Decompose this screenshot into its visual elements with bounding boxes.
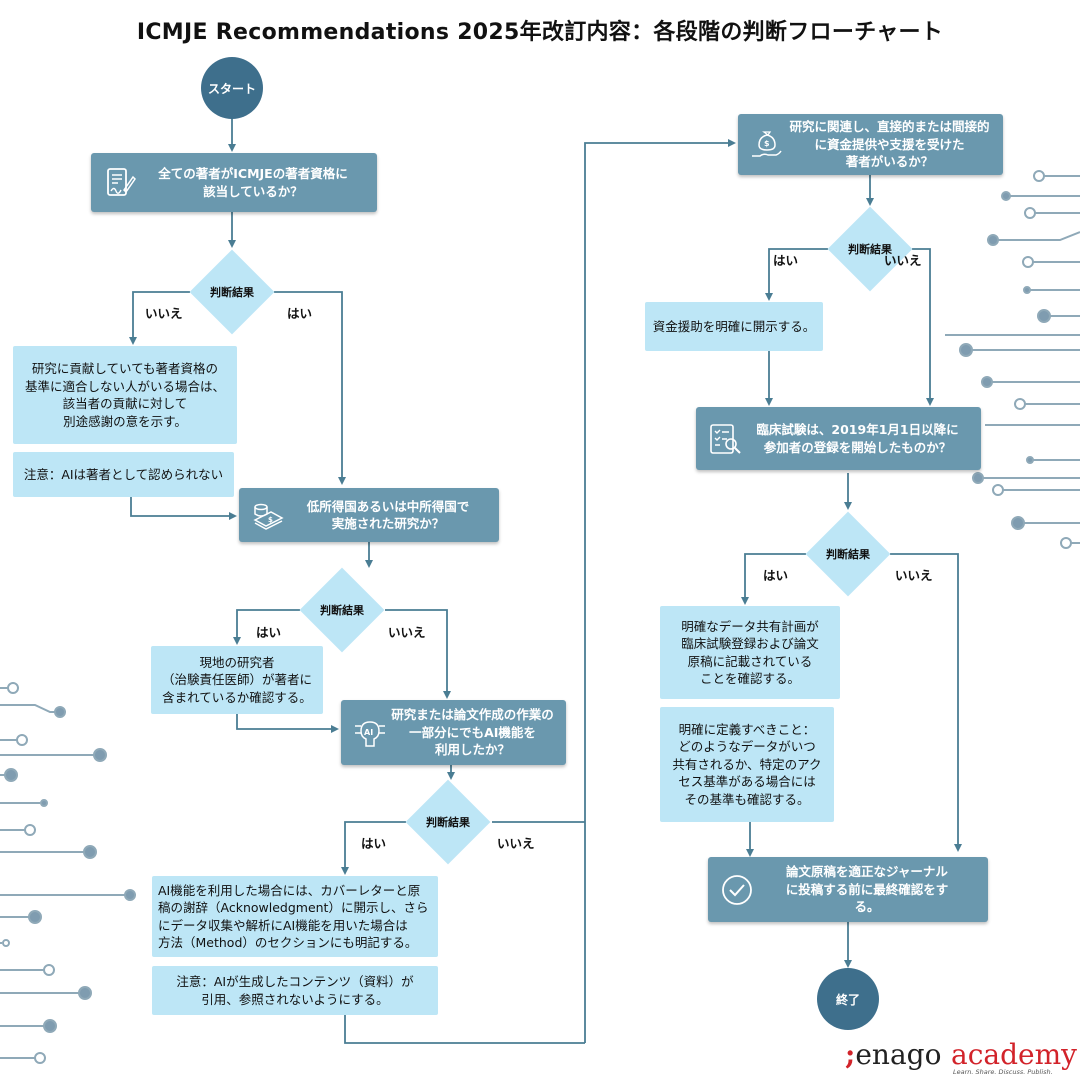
n5b-line5: その基準も確認する。 bbox=[684, 791, 810, 807]
money-icon: $ bbox=[253, 503, 284, 530]
question-low-middle-income: $ 低所得国あるいは中所得国で 実施された研究か？ bbox=[239, 488, 499, 542]
note-ai-content-citation: 注意：AIが生成したコンテンツ（資料）が 引用、参照されないようにする。 bbox=[152, 966, 438, 1015]
end-node: 終了 bbox=[817, 968, 879, 1030]
n2-line1: 現地の研究者 bbox=[199, 654, 275, 670]
q5-line1: 臨床試験は、2019年1月1日以降に bbox=[756, 422, 959, 437]
yes-label: はい bbox=[773, 253, 799, 268]
check-circle-icon bbox=[722, 874, 752, 905]
svg-text:AI: AI bbox=[364, 728, 373, 737]
funding-hand-icon: $ bbox=[752, 130, 782, 157]
note-local-researchers: 現地の研究者 （治験責任医師）が著者に 含まれているか確認する。 bbox=[151, 646, 323, 714]
n5b-line2: どのようなデータがいつ bbox=[678, 739, 816, 755]
decision-4: 判断結果 bbox=[827, 206, 913, 292]
decision-label: 判断結果 bbox=[848, 243, 892, 256]
logo-tagline: Learn. Share. Discuss. Publish. bbox=[953, 1068, 1053, 1076]
decision-2: 判断結果 bbox=[299, 567, 385, 653]
q4-line1: 研究に関連し、直接的または間接的 bbox=[789, 119, 990, 135]
note-data-access-criteria: 明確に定義すべきこと： どのようなデータがいつ 共有されるか、特定のアク セス基… bbox=[660, 707, 834, 822]
question-author-eligibility: 全ての著者がICMJEの著者資格に 該当しているか？ bbox=[91, 153, 377, 212]
n5b-line1: 明確に定義すべきこと： bbox=[678, 721, 816, 737]
note-ai-not-author: 注意：AIは著者として認められない bbox=[13, 452, 234, 497]
n3b-line2: 引用、参照されないようにする。 bbox=[201, 991, 389, 1007]
no-label: いいえ bbox=[884, 253, 922, 268]
svg-text:$: $ bbox=[268, 516, 273, 524]
decision-3: 判断結果 bbox=[405, 779, 491, 865]
n5-line1: 明確なデータ共有計画が bbox=[681, 618, 819, 634]
start-node: スタート bbox=[201, 57, 263, 119]
no-label: いいえ bbox=[145, 306, 183, 321]
n1-line2: 基準に適合しない人がいる場合は、 bbox=[24, 378, 225, 394]
n3b-line1: 注意：AIが生成したコンテンツ（資料）が bbox=[176, 974, 414, 989]
logo-brand: ;enago bbox=[845, 1038, 942, 1071]
q3-line2: 一部分にでもAI機能を bbox=[409, 724, 536, 740]
n5b-line3: 共有されるか、特定のアク bbox=[672, 756, 822, 772]
note-ai-disclosure: AI機能を利用した場合には、カバーレターと原 稿の謝辞（Acknowledgme… bbox=[152, 876, 438, 957]
decision-label: 判断結果 bbox=[210, 286, 254, 299]
n1-line4: 別途感謝の意を示す。 bbox=[63, 413, 187, 429]
decision-label: 判断結果 bbox=[826, 548, 870, 561]
q2-line1: 低所得国あるいは中所得国で bbox=[306, 498, 470, 514]
q6-line3: る。 bbox=[854, 899, 880, 915]
svg-text:$: $ bbox=[764, 139, 770, 148]
q6-line2: に投稿する前に最終確認をす bbox=[785, 881, 949, 897]
no-label: いいえ bbox=[895, 568, 933, 583]
note-data-sharing-plan: 明確なデータ共有計画が 臨床試験登録および論文 原稿に記載されている ことを確認… bbox=[660, 606, 840, 699]
n3-line2: 稿の謝辞（Acknowledgment）に開示し、さら bbox=[158, 900, 429, 915]
note-disclose-funding: 資金援助を明確に開示する。 bbox=[645, 302, 823, 351]
n5-line4: ことを確認する。 bbox=[699, 671, 800, 686]
q3-line3: 利用したか？ bbox=[434, 742, 510, 758]
q1-line1: 全ての著者がICMJEの著者資格に bbox=[158, 166, 348, 181]
n3-line3: にデータ収集や解析にAI機能を用いた場合は bbox=[158, 917, 408, 933]
note-acknowledge-contributors: 研究に貢献していても著者資格の 基準に適合しない人がいる場合は、 該当者の貢献に… bbox=[13, 346, 237, 444]
q4-line3: 著者がいるか？ bbox=[845, 154, 934, 170]
n2-line2: （治験責任医師）が著者に bbox=[161, 672, 312, 688]
clipboard-search-icon bbox=[710, 423, 741, 454]
enago-academy-logo: ;enago academy Learn. Share. Discuss. Pu… bbox=[845, 1038, 1077, 1078]
yes-label: はい bbox=[361, 836, 387, 851]
n5b-line4: セス基準がある場合には bbox=[678, 774, 816, 790]
yes-label: はい bbox=[287, 306, 313, 321]
q6-line1: 論文原稿を適正なジャーナル bbox=[786, 864, 948, 880]
decision-label: 判断結果 bbox=[426, 816, 470, 829]
q5-line2: 参加者の登録を開始したものか？ bbox=[763, 439, 952, 455]
n3-line1: AI機能を利用した場合には、カバーレターと原 bbox=[158, 882, 421, 898]
q4-line2: に資金提供や支援を受けた bbox=[814, 136, 965, 152]
document-signature-icon bbox=[107, 167, 136, 196]
circuit-decoration-left bbox=[0, 682, 136, 1064]
q2-line2: 実施された研究か？ bbox=[331, 516, 445, 531]
page-title: ICMJE Recommendations 2025年改訂内容：各段階の判断フロ… bbox=[136, 20, 944, 45]
n1-line1: 研究に貢献していても著者資格の bbox=[31, 361, 219, 376]
decision-1: 判断結果 bbox=[189, 249, 275, 335]
logo-name: academy bbox=[951, 1038, 1077, 1071]
no-label: いいえ bbox=[388, 625, 426, 640]
q3-line1: 研究または論文作成の作業の bbox=[391, 707, 554, 723]
question-trial-registration-date: 臨床試験は、2019年1月1日以降に 参加者の登録を開始したものか？ bbox=[696, 407, 981, 470]
circuit-decoration-right bbox=[945, 170, 1080, 549]
final-check-step: 論文原稿を適正なジャーナル に投稿する前に最終確認をす る。 bbox=[708, 857, 988, 922]
n1-line3: 該当者の貢献に対して bbox=[62, 396, 188, 411]
ai-chip-icon: AI bbox=[355, 720, 385, 747]
n5-line2: 臨床試験登録および論文 bbox=[681, 636, 819, 651]
yes-label: はい bbox=[763, 568, 789, 583]
q1-line2: 該当しているか？ bbox=[203, 183, 303, 199]
question-ai-usage: AI 研究または論文作成の作業の 一部分にでもAI機能を 利用したか？ bbox=[341, 700, 566, 765]
n3-line4: 方法（Method）のセクションにも明記する。 bbox=[158, 935, 418, 950]
n5-line3: 原稿に記載されている bbox=[687, 653, 813, 669]
no-label: いいえ bbox=[497, 836, 535, 851]
decision-5: 判断結果 bbox=[805, 511, 891, 597]
n2-line3: 含まれているか確認する。 bbox=[162, 689, 312, 705]
yes-label: はい bbox=[256, 625, 282, 640]
decision-label: 判断結果 bbox=[320, 604, 364, 617]
question-funding-support: $ 研究に関連し、直接的または間接的 に資金提供や支援を受けた 著者がいるか？ bbox=[738, 114, 1003, 175]
